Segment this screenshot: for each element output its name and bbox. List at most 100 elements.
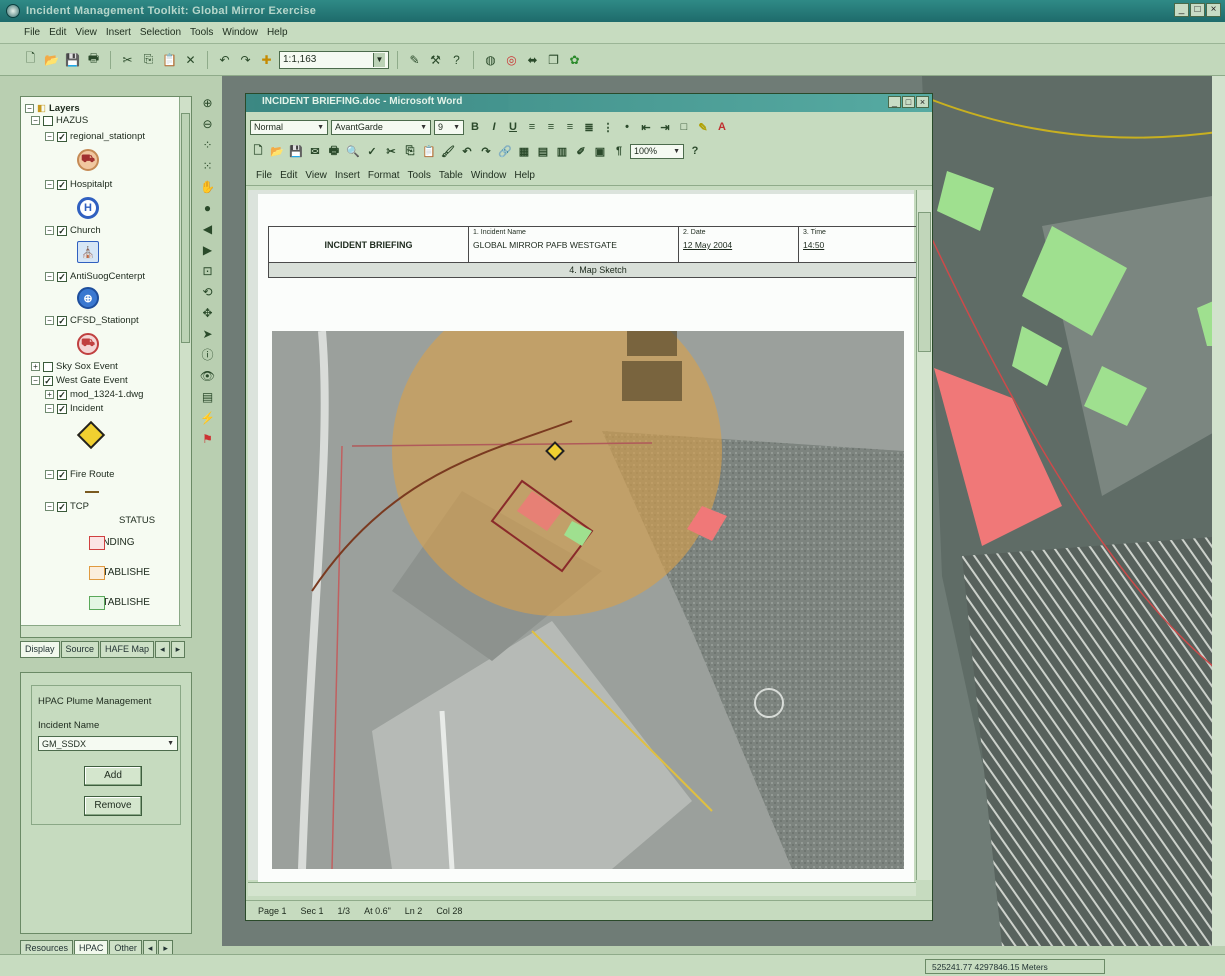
collapse-icon[interactable]: −: [45, 404, 54, 413]
expand-icon[interactable]: +: [45, 390, 54, 399]
chevron-down-icon[interactable]: ▼: [673, 147, 680, 155]
menu-edit[interactable]: Edit: [49, 27, 67, 38]
fixed-zoom-in-icon[interactable]: ⁘: [202, 137, 213, 152]
print-icon[interactable]: 🖶: [87, 51, 100, 65]
layer-checkbox[interactable]: [43, 361, 53, 372]
select-elements-icon[interactable]: ✥: [202, 305, 213, 320]
add-data-icon[interactable]: ✚: [261, 52, 272, 67]
word-menu-view[interactable]: View: [305, 170, 327, 181]
time-text[interactable]: 14:50: [803, 240, 825, 250]
word-save-icon[interactable]: 💾: [289, 145, 303, 158]
tab-source[interactable]: Source: [60, 641, 100, 658]
layer-checkbox[interactable]: [43, 115, 53, 126]
layer-hazus[interactable]: HAZUS: [56, 115, 89, 126]
route-icon[interactable]: ⬌: [527, 52, 538, 67]
delete-icon[interactable]: ✕: [185, 52, 196, 67]
zoom-in-icon[interactable]: ⊕: [202, 95, 213, 110]
print-preview-icon[interactable]: 🔍: [346, 145, 360, 158]
align-center-icon[interactable]: ≡: [547, 121, 555, 133]
find-icon[interactable]: 👁: [199, 368, 216, 383]
open-icon[interactable]: 📂: [44, 52, 59, 67]
collapse-icon[interactable]: −: [45, 180, 54, 189]
layer-checkbox[interactable]: ✓: [57, 403, 67, 414]
back-icon[interactable]: ◀: [202, 221, 213, 236]
zoom-layer-icon[interactable]: ⊡: [202, 263, 213, 278]
layer-checkbox[interactable]: ✓: [57, 315, 67, 326]
add-button[interactable]: Add: [84, 766, 142, 786]
word-menu-help[interactable]: Help: [514, 170, 535, 181]
toolbox-icon[interactable]: ⚒: [430, 52, 441, 67]
document-hscrollbar[interactable]: [248, 882, 916, 896]
hyperlink-icon[interactable]: ⚡: [200, 410, 215, 425]
menu-window[interactable]: Window: [222, 27, 258, 38]
incident-tool-icon[interactable]: ⚑: [202, 431, 213, 446]
italic-icon[interactable]: I: [492, 121, 496, 133]
chevron-down-icon[interactable]: ▼: [167, 740, 174, 747]
layer-antisuogcenterpt[interactable]: AntiSuogCenterpt: [70, 271, 145, 282]
zoom-select[interactable]: 100%▼: [630, 143, 684, 159]
menu-file[interactable]: File: [24, 27, 41, 38]
fixed-zoom-out-icon[interactable]: ⁙: [202, 158, 213, 173]
collapse-icon[interactable]: −: [45, 502, 54, 511]
layer-checkbox[interactable]: ✓: [57, 389, 67, 400]
target-icon[interactable]: ◎: [506, 52, 517, 67]
full-extent-icon[interactable]: ●: [203, 200, 212, 215]
new-icon[interactable]: 🗋: [25, 51, 36, 65]
chevron-down-icon[interactable]: ▼: [317, 123, 324, 131]
globe-icon[interactable]: ◍: [485, 52, 496, 67]
tab-hafe-map[interactable]: HAFE Map: [100, 641, 155, 658]
save-icon[interactable]: 💾: [65, 52, 80, 67]
layer-checkbox[interactable]: ✓: [57, 131, 67, 142]
style-select[interactable]: Normal▼: [250, 119, 328, 135]
map-sketch-image[interactable]: [272, 331, 904, 869]
document-map-icon[interactable]: ▣: [594, 145, 606, 158]
cut-icon[interactable]: ✂: [122, 52, 133, 67]
layer-checkbox[interactable]: ✓: [43, 375, 53, 386]
word-email-icon[interactable]: ✉: [310, 145, 320, 158]
pan-icon[interactable]: ✋: [200, 179, 215, 194]
word-open-icon[interactable]: 📂: [270, 145, 284, 158]
document-vscrollbar[interactable]: [916, 190, 932, 880]
close-icon[interactable]: ×: [1206, 3, 1221, 17]
underline-icon[interactable]: U: [509, 121, 517, 133]
layer-checkbox[interactable]: ✓: [57, 225, 67, 236]
layer-mod-dwg[interactable]: mod_1324-1.dwg: [70, 389, 144, 400]
word-paste-icon[interactable]: 📋: [422, 145, 436, 158]
word-help-icon[interactable]: ?: [691, 145, 699, 157]
menu-selection[interactable]: Selection: [139, 27, 182, 38]
menu-help[interactable]: Help: [266, 27, 288, 38]
drawing-icon[interactable]: ✐: [576, 145, 586, 158]
layer-sky-sox-event[interactable]: Sky Sox Event: [56, 361, 118, 372]
collapse-icon[interactable]: −: [45, 132, 54, 141]
bullets-icon[interactable]: •: [625, 121, 629, 133]
word-maximize-icon[interactable]: □: [902, 96, 915, 108]
rotate-icon[interactable]: ⟲: [202, 284, 213, 299]
word-menu-file[interactable]: File: [256, 170, 273, 181]
word-print-icon[interactable]: 🖶: [328, 144, 340, 157]
layer-regional-stationpt[interactable]: regional_stationpt: [70, 131, 145, 142]
report-icon[interactable]: ❐: [548, 52, 559, 67]
bold-icon[interactable]: B: [471, 121, 479, 133]
map-scale-select[interactable]: 1:1,163 ▼: [279, 50, 389, 69]
font-size-select[interactable]: 9▼: [434, 119, 464, 135]
paste-icon[interactable]: 📋: [162, 52, 177, 67]
show-hide-icon[interactable]: ¶: [615, 145, 623, 157]
editor-icon[interactable]: ✎: [409, 52, 420, 67]
collapse-icon[interactable]: −: [25, 104, 34, 113]
word-undo-icon[interactable]: ↶: [462, 145, 472, 158]
font-color-icon[interactable]: A: [718, 121, 726, 133]
word-redo-icon[interactable]: ↷: [481, 145, 491, 158]
insert-table-icon[interactable]: ▤: [537, 145, 549, 158]
chevron-down-icon[interactable]: ▼: [420, 123, 427, 131]
layer-checkbox[interactable]: ✓: [57, 501, 67, 512]
layer-west-gate-event[interactable]: West Gate Event: [56, 375, 128, 386]
redo-icon[interactable]: ↷: [240, 52, 251, 67]
forward-icon[interactable]: ▶: [202, 242, 213, 257]
word-copy-icon[interactable]: ⎘: [405, 144, 415, 157]
highlight-icon[interactable]: ✎: [698, 121, 708, 134]
collapse-icon[interactable]: −: [31, 116, 40, 125]
collapse-icon[interactable]: −: [31, 376, 40, 385]
increase-indent-icon[interactable]: ⇥: [660, 121, 670, 134]
layer-church[interactable]: Church: [70, 225, 101, 236]
numbering-icon[interactable]: ⋮: [602, 121, 614, 134]
